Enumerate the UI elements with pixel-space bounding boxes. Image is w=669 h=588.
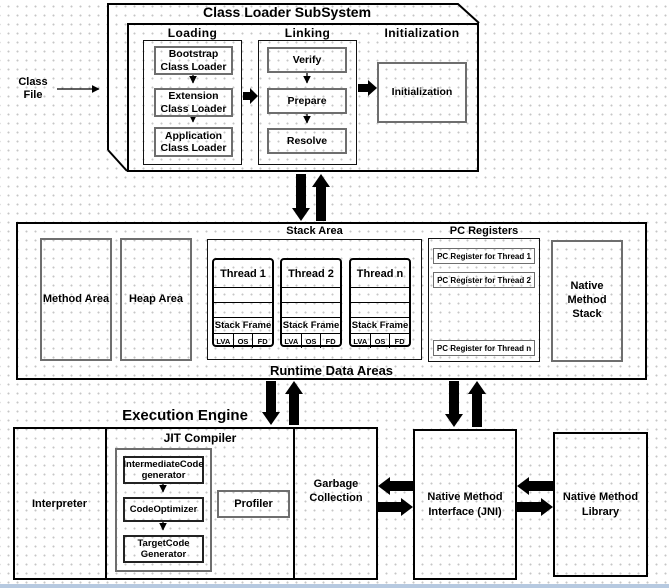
class-file-label: Class File: [18, 76, 48, 102]
thread-empty-row: [351, 287, 409, 302]
code-optimizer-box: CodeOptimizer: [123, 497, 204, 522]
prepare-box: Prepare: [267, 88, 347, 114]
thread-empty-row: [214, 287, 272, 302]
intermediate-code-generator-box: IntermediateCode generator: [123, 456, 204, 484]
fd-cell: FD: [389, 334, 409, 348]
target-code-generator-box: TargetCode Generator: [123, 535, 204, 563]
thread-title: Thread 1: [220, 267, 266, 280]
thread-title: Thread 2: [288, 267, 334, 280]
initialization-box: Initialization: [377, 62, 467, 123]
jit-compiler-box: [115, 448, 212, 572]
initialization-header: Initialization: [384, 26, 460, 40]
jni-box: Native Method Interface (JNI): [413, 429, 517, 580]
runtime-data-areas-title: Runtime Data Areas: [269, 363, 394, 378]
thread-1-box: Thread 1 Stack Frame LVA OS FD: [212, 258, 274, 348]
loading-box: [143, 40, 242, 165]
heap-area-box: Heap Area: [120, 238, 192, 361]
thread-2-box: Thread 2 Stack Frame LVA OS FD: [280, 258, 342, 348]
stack-area-box: [207, 239, 422, 360]
execution-engine-title: Execution Engine: [122, 407, 248, 424]
os-cell: OS: [369, 334, 390, 348]
runtime-to-jni-down-arrow: [445, 381, 463, 427]
lva-cell: LVA: [353, 336, 368, 346]
pc-register-thread-2: PC Register for Thread 2: [433, 272, 535, 288]
jni-to-nml-right-arrow: [517, 498, 553, 516]
thread-n-box: Thread n Stack Frame LVA OS FD: [349, 258, 411, 348]
stack-frame-label: Stack Frame: [351, 317, 409, 333]
stack-frame-label: Stack Frame: [282, 317, 340, 333]
classloader-title: Class Loader SubSystem: [202, 4, 372, 20]
pc-register-thread-n: PC Register for Thread n: [433, 340, 535, 356]
interpreter-label: Interpreter: [31, 497, 88, 510]
frame-cells: LVA OS FD: [351, 333, 409, 348]
bootstrap-class-loader-box: Bootstrap Class Loader: [154, 46, 233, 75]
fd-cell: FD: [252, 334, 272, 348]
jit-gc-divider: [293, 427, 295, 580]
thread-empty-row: [214, 302, 272, 317]
window-bottom-strip: [0, 584, 669, 588]
extension-class-loader-box: Extension Class Loader: [154, 88, 233, 117]
jni-to-runtime-up-arrow: [468, 381, 486, 427]
frame-cells: LVA OS FD: [282, 333, 340, 348]
thread-empty-row: [351, 302, 409, 317]
lva-cell: LVA: [216, 336, 231, 346]
native-method-library-label: Native Method Library: [562, 491, 639, 518]
application-class-loader-box: Application Class Loader: [154, 127, 233, 157]
fd-cell: FD: [320, 334, 340, 348]
frame-cells: LVA OS FD: [214, 333, 272, 348]
linking-box: [258, 40, 357, 165]
thread-empty-row: [282, 302, 340, 317]
resolve-box: Resolve: [267, 128, 347, 154]
os-cell: OS: [232, 334, 253, 348]
os-cell: OS: [300, 334, 321, 348]
execution-engine-box: [13, 427, 378, 580]
jni-to-gc-left-arrow: [378, 477, 413, 495]
gc-to-jni-right-arrow: [378, 498, 413, 516]
loading-header: Loading: [167, 26, 218, 40]
linking-header: Linking: [284, 26, 331, 40]
profiler-box: Profiler: [217, 490, 290, 518]
thread-empty-row: [282, 287, 340, 302]
pc-registers-header: PC Registers: [449, 225, 519, 237]
thread-title: Thread n: [356, 267, 404, 280]
interpreter-jit-divider: [105, 427, 107, 580]
pc-register-thread-1: PC Register for Thread 1: [433, 248, 535, 264]
stack-frame-label: Stack Frame: [214, 317, 272, 333]
native-method-library-box: Native Method Library: [553, 432, 648, 577]
jni-label: Native Method Interface (JNI): [427, 491, 503, 518]
pc-registers-box: [428, 238, 540, 362]
verify-box: Verify: [267, 47, 347, 73]
runtime-to-classloader-up-arrow: [312, 174, 330, 221]
classloader-to-runtime-down-arrow: [292, 174, 310, 221]
execution-to-runtime-up-arrow: [285, 381, 303, 425]
native-method-stack-box: Native Method Stack: [551, 240, 623, 362]
method-area-box: Method Area: [40, 238, 112, 361]
classloader-front-face: [127, 23, 479, 172]
runtime-data-areas-box: [16, 222, 647, 380]
lva-cell: LVA: [284, 336, 299, 346]
nml-to-jni-left-arrow: [517, 477, 553, 495]
garbage-collection-label: Garbage Collection: [309, 478, 363, 504]
jit-compiler-header: JIT Compiler: [163, 431, 237, 445]
stack-area-header: Stack Area: [286, 225, 343, 237]
